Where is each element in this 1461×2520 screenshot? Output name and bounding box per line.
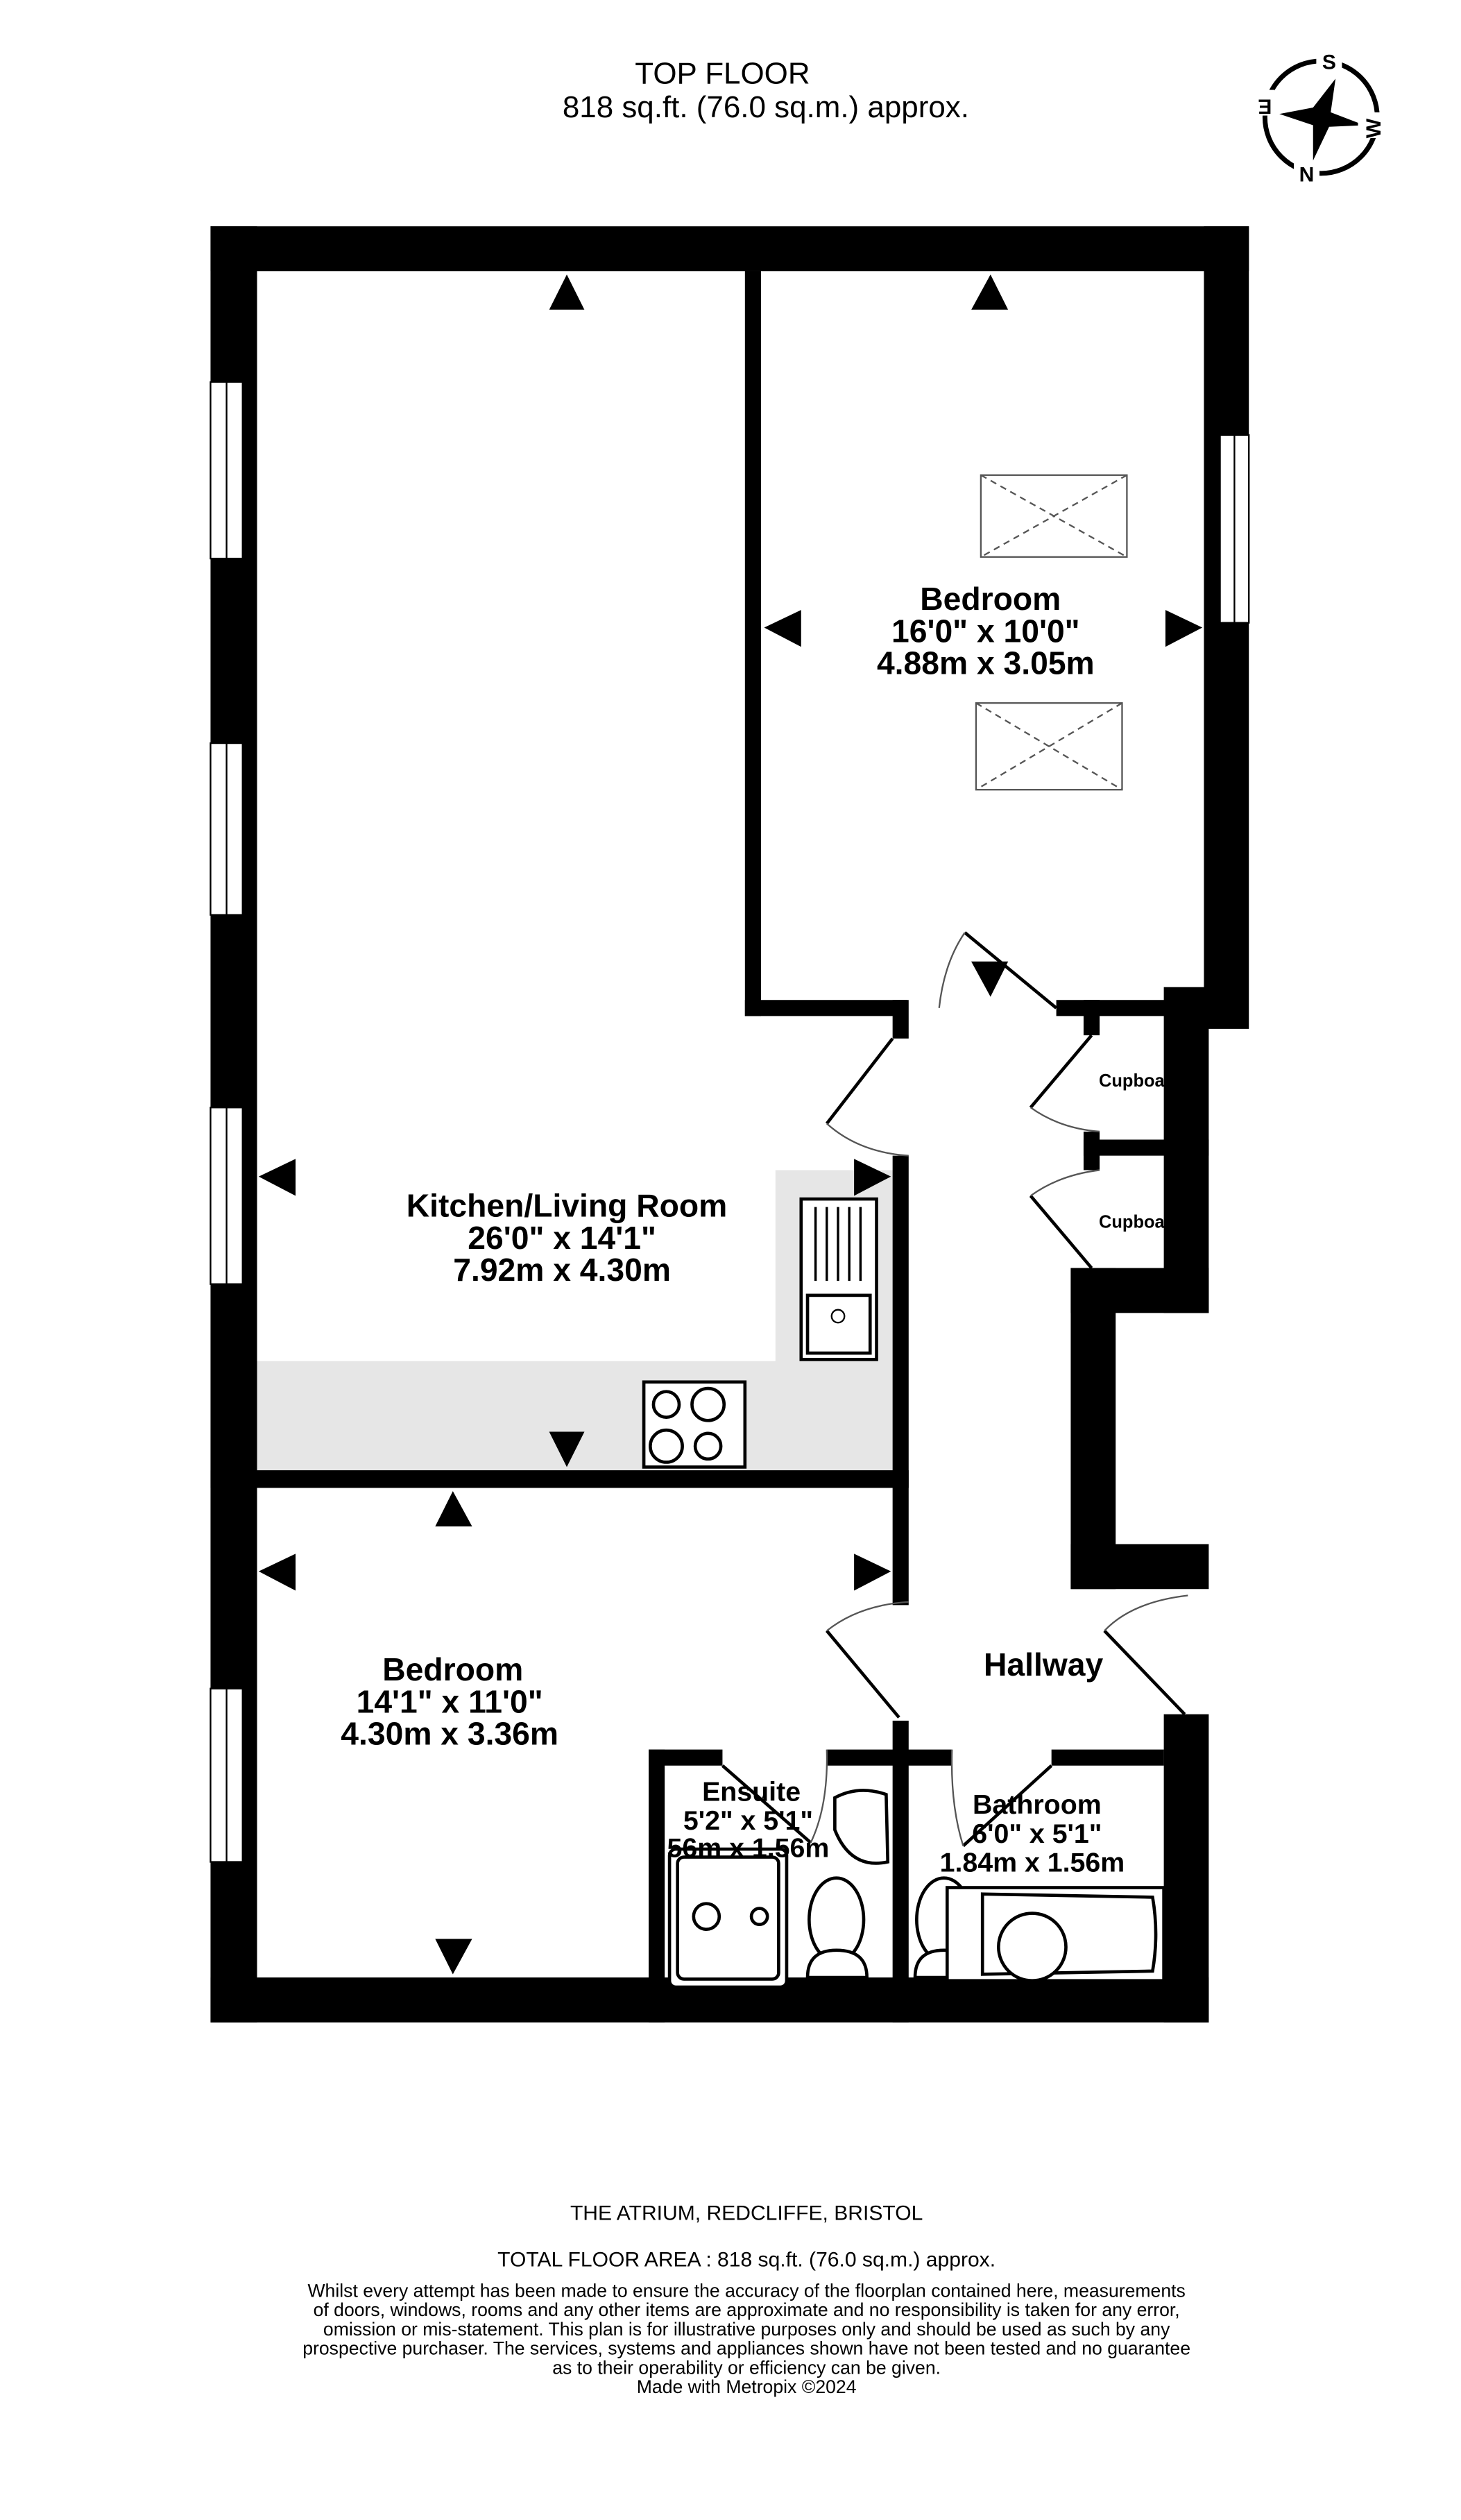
ensuite-toilet-icon [805,1876,869,1980]
credit: Made with Metropix ©2024 [637,2376,857,2397]
cupboard2-name: Cupboa [1099,1213,1165,1232]
disclaimer-line: Whilst every attempt has been made to en… [307,2280,1185,2301]
ensuite-imperial: 5'2" x 5'1" [683,1805,813,1836]
compass-icon: S E W N [1251,48,1385,186]
bathroom-imperial: 6'0" x 5'1" [972,1819,1102,1849]
bedroom1-metric: 4.88m x 3.05m [877,645,1095,681]
dimension-arrows [258,274,1203,1975]
kitchen-imperial: 26'0" x 14'1" [468,1220,656,1256]
ensuite-metric: 56m x 1.56m [667,1833,830,1864]
compass-s: S [1322,51,1336,74]
floor-area: 818 sq.ft. (76.0 sq.m.) approx. [563,90,969,124]
disclaimer-line: omission or mis-statement. This plan is … [323,2319,1170,2340]
bedroom2-name: Bedroom [382,1651,523,1687]
total-floor-area: TOTAL FLOOR AREA : 818 sq.ft. (76.0 sq.m… [497,2248,996,2271]
bedroom2-metric: 4.30m x 3.36m [341,1716,558,1752]
floor-title: TOP FLOOR [635,56,810,90]
hallway-name: Hallway [984,1646,1104,1683]
doors [721,931,1188,1848]
cupboard1-name: Cupboa [1099,1071,1165,1091]
bedroom1-name: Bedroom [920,581,1061,617]
skylights [975,474,1128,791]
address: THE ATRIUM, REDCLIFFE, BRISTOL [570,2202,923,2224]
bedroom2-imperial: 14'1" x 11'0" [357,1683,543,1719]
compass-e: E [1258,94,1272,117]
shower-icon [667,1847,789,1989]
kitchen-metric: 7.92m x 4.30m [453,1252,671,1288]
kitchen-sink-icon [799,1197,878,1361]
windows [210,381,1250,1863]
kitchen-name: Kitchen/Living Room [407,1188,728,1224]
ensuite-basin-icon [833,1789,890,1865]
compass-w: W [1362,118,1385,138]
bedroom1-imperial: 16'0" x 10'0" [891,613,1080,649]
compass-n: N [1299,163,1315,186]
bath-icon [945,1886,1165,1983]
bathroom-name: Bathroom [973,1789,1102,1820]
disclaimer-line: as to their operability or efficiency ca… [552,2357,941,2378]
disclaimer-line: of doors, windows, rooms and any other i… [314,2299,1180,2320]
disclaimer-line: prospective purchaser. The services, sys… [302,2338,1190,2359]
ensuite-name: Ensuite [702,1777,801,1807]
hob-icon [642,1380,747,1469]
bathroom-metric: 1.84m x 1.56m [940,1847,1125,1878]
